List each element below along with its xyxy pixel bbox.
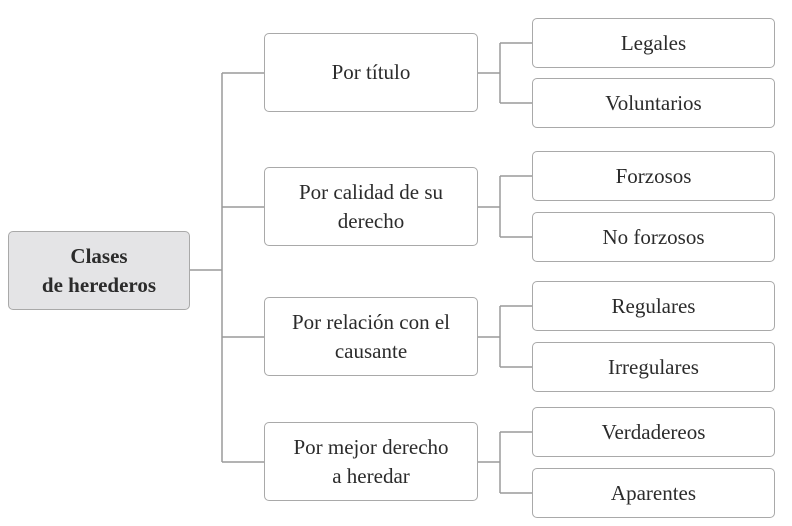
category-node-por-titulo: Por título	[264, 33, 478, 112]
leaf-node-regulares: Regulares	[532, 281, 775, 331]
leaf-label: No forzosos	[602, 224, 705, 249]
category-label: Por título	[331, 60, 411, 84]
leaf-label: Irregulares	[608, 354, 699, 379]
leaf-label: Verdadereos	[601, 419, 706, 444]
category-node-por-mejor-derecho: Por mejor derecho a heredar	[264, 422, 478, 501]
leaf-node-forzosos: Forzosos	[532, 151, 775, 201]
category-node-por-relacion: Por relación con el causante	[264, 297, 478, 376]
leaf-node-no-forzosos: No forzosos	[532, 212, 775, 262]
root-label: Clases de herederos	[41, 243, 157, 297]
leaf-node-verdadereos: Verdadereos	[532, 407, 775, 457]
leaf-node-irregulares: Irregulares	[532, 342, 775, 392]
leaf-node-legales: Legales	[532, 18, 775, 68]
leaf-label: Forzosos	[615, 163, 692, 188]
leaf-label: Aparentes	[610, 480, 697, 505]
leaf-label: Legales	[620, 30, 687, 55]
leaf-label: Voluntarios	[605, 90, 702, 115]
root-node: Clases de herederos	[8, 231, 190, 310]
leaf-label: Regulares	[611, 293, 696, 318]
leaf-node-aparentes: Aparentes	[532, 468, 775, 518]
category-node-por-calidad: Por calidad de su derecho	[264, 167, 478, 246]
category-label: Por mejor derecho a heredar	[293, 434, 449, 488]
category-label: Por relación con el causante	[291, 309, 451, 363]
leaf-node-voluntarios: Voluntarios	[532, 78, 775, 128]
category-label: Por calidad de su derecho	[298, 179, 444, 233]
